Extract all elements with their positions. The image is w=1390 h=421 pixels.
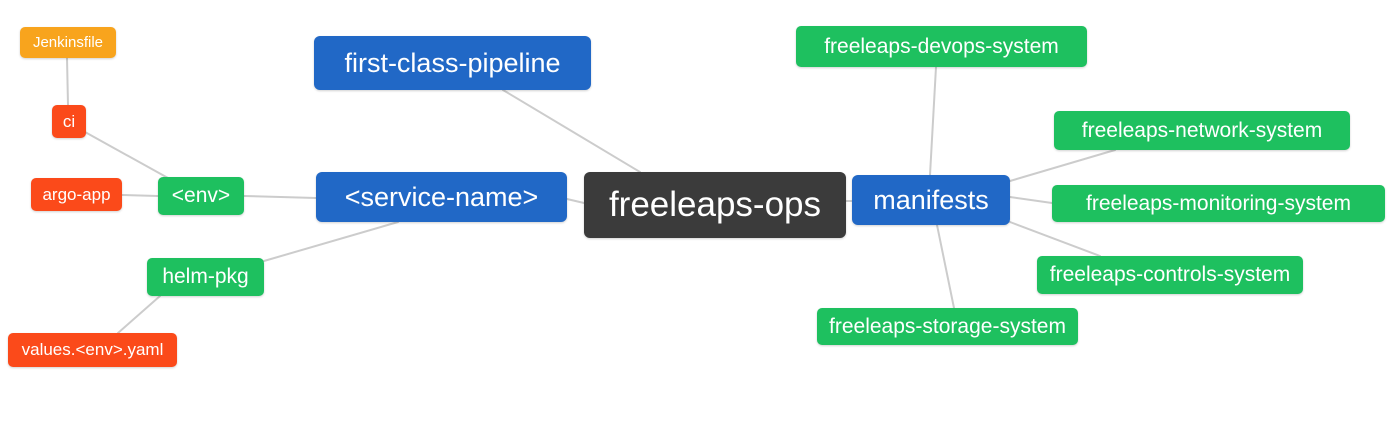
edge-manifests-to-freeleaps-network-system <box>1009 149 1116 182</box>
node-jenkinsfile[interactable]: Jenkinsfile <box>20 27 116 58</box>
node-helm-pkg[interactable]: helm-pkg <box>147 258 264 296</box>
node-service-name[interactable]: <service-name> <box>316 172 567 222</box>
node-argo-app[interactable]: argo-app <box>31 178 122 211</box>
edge-jenkinsfile-to-ci <box>66 57 69 106</box>
node-freeleaps-devops-system[interactable]: freeleaps-devops-system <box>796 26 1087 67</box>
edge-manifests-to-freeleaps-monitoring-system <box>1009 196 1053 204</box>
node-ci[interactable]: ci <box>52 105 86 138</box>
edge-manifests-to-freeleaps-controls-system <box>1009 221 1101 257</box>
edge-ci-to-env <box>84 131 169 179</box>
node-manifests[interactable]: manifests <box>852 175 1010 225</box>
edge-manifests-to-freeleaps-storage-system <box>936 224 955 309</box>
node-freeleaps-network-system[interactable]: freeleaps-network-system <box>1054 111 1350 150</box>
node-freeleaps-storage-system[interactable]: freeleaps-storage-system <box>817 308 1078 345</box>
edge-env-to-service-name <box>243 195 317 199</box>
edge-first-class-pipeline-to-freeleaps-ops <box>502 89 641 173</box>
node-freeleaps-monitoring-system[interactable]: freeleaps-monitoring-system <box>1052 185 1385 222</box>
edge-service-name-to-freeleaps-ops <box>566 198 585 204</box>
node-freeleaps-ops[interactable]: freeleaps-ops <box>584 172 846 238</box>
edge-manifests-to-freeleaps-devops-system <box>929 66 937 176</box>
edge-values-env-yaml-to-helm-pkg <box>117 295 161 334</box>
node-values-env-yaml[interactable]: values.<env>.yaml <box>8 333 177 367</box>
node-first-class-pipeline[interactable]: first-class-pipeline <box>314 36 591 90</box>
edge-argo-app-to-env <box>121 194 159 197</box>
node-freeleaps-controls-system[interactable]: freeleaps-controls-system <box>1037 256 1303 294</box>
node-env[interactable]: <env> <box>158 177 244 215</box>
edge-helm-pkg-to-service-name <box>263 221 399 262</box>
